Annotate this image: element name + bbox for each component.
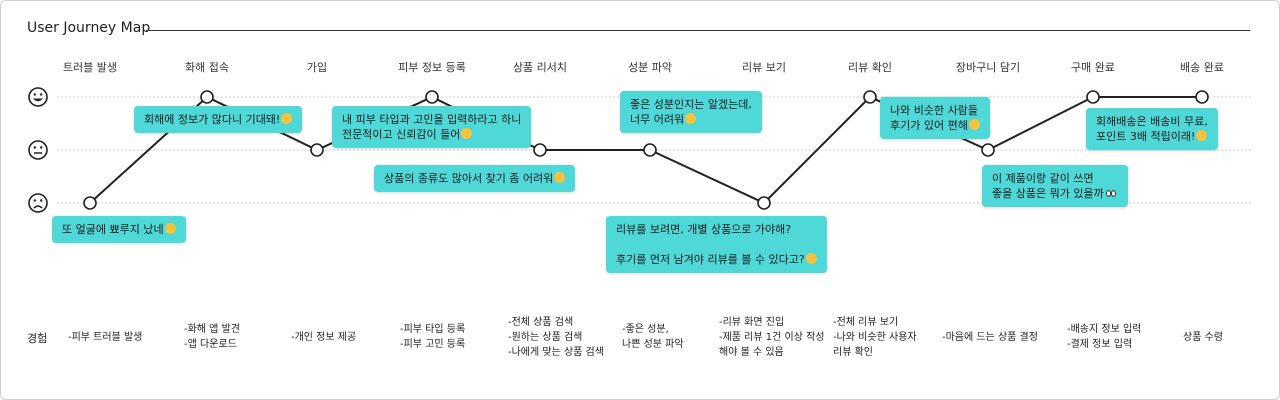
emotion-bubble: 좋은 성분인지는 알겠는데, 너무 어려워 bbox=[620, 91, 762, 133]
title-rule bbox=[146, 30, 1250, 31]
emotion-text: 회해배송은 배송비 무료, 포인트 3배 적립이래! bbox=[1096, 115, 1208, 143]
face-emoji-icon bbox=[461, 128, 473, 139]
experience-label: 경험 bbox=[27, 332, 48, 345]
stage-label: 배송 완료 bbox=[1180, 61, 1224, 74]
stage-label: 피부 정보 등록 bbox=[398, 61, 466, 74]
journey-point bbox=[200, 90, 214, 104]
experience-item: -리뷰 화면 진입 -제품 리뷰 1건 이상 작성 해야 볼 수 있음 bbox=[719, 317, 825, 358]
sad-face-icon bbox=[28, 193, 48, 213]
emotion-bubble: 회해배송은 배송비 무료, 포인트 3배 적립이래! bbox=[1086, 108, 1218, 150]
stage-label: 구매 완료 bbox=[1071, 61, 1115, 74]
experience-item: -전체 리뷰 보기 -나와 비슷한 사용자 리뷰 확인 bbox=[833, 317, 917, 358]
face-emoji-icon bbox=[685, 113, 697, 124]
face-emoji-icon bbox=[164, 223, 176, 234]
journey-point bbox=[981, 143, 995, 157]
emotion-text: 내 피부 타입과 고민을 입력하라고 하니 전문적이고 신뢰감이 들어 bbox=[342, 113, 522, 141]
face-emoji-icon bbox=[1196, 130, 1208, 141]
emotion-bubble: 회해에 정보가 많다니 기대돼! bbox=[134, 106, 303, 133]
page-title: User Journey Map bbox=[27, 20, 151, 36]
stage-label: 화해 접속 bbox=[185, 60, 229, 74]
happy-face-icon bbox=[28, 87, 48, 107]
stage-label: 가입 bbox=[307, 61, 327, 74]
face-emoji-icon bbox=[554, 172, 566, 183]
experience-item: -배송지 정보 입력 -결제 정보 입력 bbox=[1067, 324, 1142, 350]
emotion-bubble: 내 피부 타입과 고민을 입력하라고 하니 전문적이고 신뢰감이 들어 bbox=[332, 106, 532, 148]
emotion-text: 상품의 종류도 많아서 찾기 좀 어려워 bbox=[384, 172, 554, 185]
experience-item: -피부 트러블 발생 bbox=[68, 332, 143, 343]
journey-point bbox=[863, 90, 877, 104]
neutral-face-icon bbox=[28, 140, 48, 160]
experience-item: -개인 정보 제공 bbox=[291, 332, 357, 343]
experience-item: -전체 상품 검색 -원하는 상품 검색 -나에게 맞는 상품 검색 bbox=[508, 317, 604, 358]
emotion-text: 이 제품이랑 같이 쓰면 좋을 상품은 뭐가 있을까 bbox=[992, 172, 1104, 200]
emotion-bubble: 나와 비슷한 사람들 후기가 있어 편해 bbox=[880, 97, 990, 139]
journey-point bbox=[83, 196, 97, 210]
emotion-bubble: 리뷰를 보려면, 개별 상품으로 가야해? 후기를 먼저 남겨야 리뷰를 볼 수… bbox=[606, 216, 827, 273]
journey-point bbox=[1195, 90, 1209, 104]
emotion-text: 나와 비슷한 사람들 후기가 있어 편해 bbox=[890, 104, 978, 132]
stage-label: 장바구니 담기 bbox=[956, 61, 1020, 74]
emotion-text: 리뷰를 보려면, 개별 상품으로 가야해? 후기를 먼저 남겨야 리뷰를 볼 수… bbox=[616, 223, 805, 266]
emotion-bubble: 이 제품이랑 같이 쓰면 좋을 상품은 뭐가 있을까 bbox=[982, 165, 1128, 207]
stage-label: 리뷰 보기 bbox=[742, 61, 786, 74]
stage-label: 트러블 발생 bbox=[63, 61, 117, 74]
stage-label: 성분 파악 bbox=[628, 61, 672, 74]
stage-label: 상품 리서치 bbox=[513, 61, 567, 74]
experience-item: -좋은 성분, 나쁜 성분 파악 bbox=[622, 324, 684, 350]
journey-point bbox=[310, 143, 324, 157]
experience-item: -피부 타입 등록 -피부 고민 등록 bbox=[400, 324, 466, 350]
journey-point bbox=[425, 90, 439, 104]
journey-point bbox=[643, 143, 657, 157]
journey-point bbox=[757, 196, 771, 210]
emotion-text: 좋은 성분인지는 알겠는데, 너무 어려워 bbox=[630, 98, 752, 126]
emotion-bubble: 상품의 종류도 많아서 찾기 좀 어려워 bbox=[374, 165, 576, 192]
experience-item: 상품 수령 bbox=[1183, 332, 1223, 343]
face-emoji-icon bbox=[281, 113, 293, 124]
experience-item: -마음에 드는 상품 결정 bbox=[942, 332, 1038, 343]
eyes-emoji-icon bbox=[1106, 186, 1118, 194]
journey-point bbox=[533, 143, 547, 157]
emotion-text: 회해에 정보가 많다니 기대돼! bbox=[144, 113, 281, 126]
experience-item: -화해 앱 발견 -앱 다운로드 bbox=[184, 324, 240, 350]
face-emoji-icon bbox=[805, 253, 817, 264]
face-emoji-icon bbox=[968, 119, 980, 130]
journey-point bbox=[1086, 90, 1100, 104]
emotion-text: 또 얼굴에 뾰루지 났네 bbox=[62, 223, 164, 236]
emotion-bubble: 또 얼굴에 뾰루지 났네 bbox=[52, 216, 186, 243]
stage-label: 리뷰 확인 bbox=[848, 61, 892, 74]
